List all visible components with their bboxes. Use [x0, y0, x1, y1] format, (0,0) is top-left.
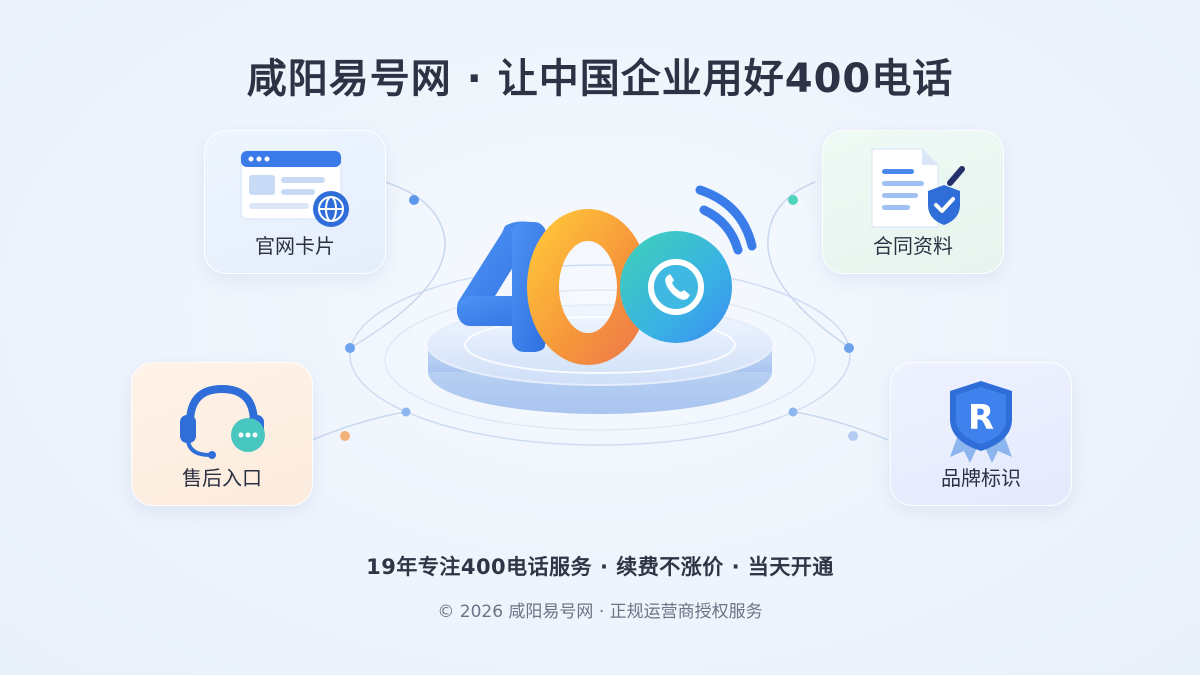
orbit-ring-inner: [384, 289, 816, 431]
card-brand[interactable]: R 品牌标识: [890, 362, 1072, 506]
connector-dot: [409, 195, 419, 205]
card-label-website: 官网卡片: [255, 234, 335, 258]
connector-dot: [788, 407, 798, 417]
card-label-after-sales: 售后入口: [182, 466, 262, 490]
connector-dot: [401, 407, 411, 417]
card-label-brand: 品牌标识: [941, 466, 1021, 490]
brand-badge-r-icon: R: [950, 381, 1012, 463]
connector-dot: [788, 195, 798, 205]
connector-dot: [844, 343, 854, 353]
footer-copyright: © 2026 咸阳易号网 · 正规运营商授权服务: [437, 602, 763, 622]
connector-dot: [340, 431, 350, 441]
connector-line: [311, 411, 406, 441]
card-after-sales[interactable]: 售后入口: [131, 362, 313, 506]
card-contract[interactable]: 合同资料: [822, 130, 1004, 274]
document-shield-icon: [871, 148, 965, 228]
headset-chat-icon: [180, 384, 265, 459]
phone-icon: [665, 274, 690, 300]
brand-badge-letter: R: [968, 398, 994, 438]
connector-dot: [345, 343, 355, 353]
connector-line: [794, 411, 889, 441]
signal-wave-icon: [699, 205, 743, 255]
connector-dot: [848, 431, 858, 441]
orbit-ring-outer: [349, 264, 851, 446]
card-website[interactable]: 官网卡片: [204, 130, 386, 274]
card-label-contract: 合同资料: [873, 234, 953, 258]
website-globe-icon: [240, 150, 349, 227]
page-title: 咸阳易号网 · 让中国企业用好400电话: [246, 56, 954, 102]
tagline: 19年专注400电话服务 · 续费不涨价 · 当天开通: [366, 555, 834, 579]
